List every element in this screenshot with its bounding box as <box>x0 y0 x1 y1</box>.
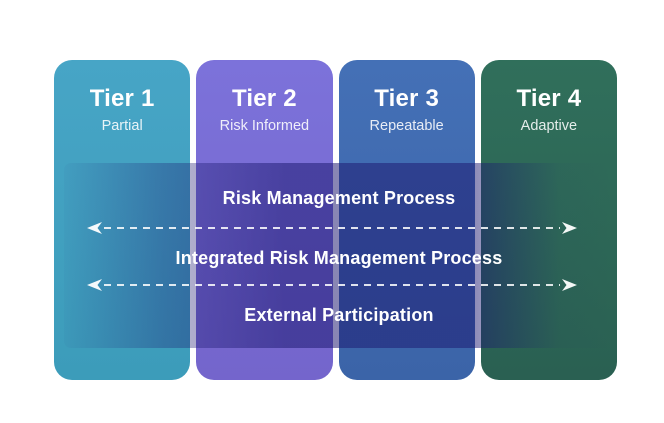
tier-title: Tier 3 <box>374 85 440 112</box>
tier-subtitle: Partial <box>101 118 143 134</box>
band-label-external-participation: External Participation <box>244 305 434 325</box>
tier-title: Tier 1 <box>89 85 155 112</box>
band-label-integrated-risk-management-process: Integrated Risk Management Process <box>175 248 503 268</box>
tier-subtitle: Adaptive <box>520 118 578 134</box>
bidirectional-dashed-arrow-icon <box>87 279 577 291</box>
process-overlay-band: Risk Management Process Integrated Risk … <box>64 163 614 348</box>
band-label-risk-management-process: Risk Management Process <box>222 188 456 208</box>
tier-title: Tier 2 <box>231 85 297 112</box>
bidirectional-dashed-arrow-icon <box>87 222 577 234</box>
tier-subtitle: Repeatable <box>369 118 444 134</box>
tier-subtitle: Risk Informed <box>219 118 310 134</box>
tier-title: Tier 4 <box>516 85 582 112</box>
